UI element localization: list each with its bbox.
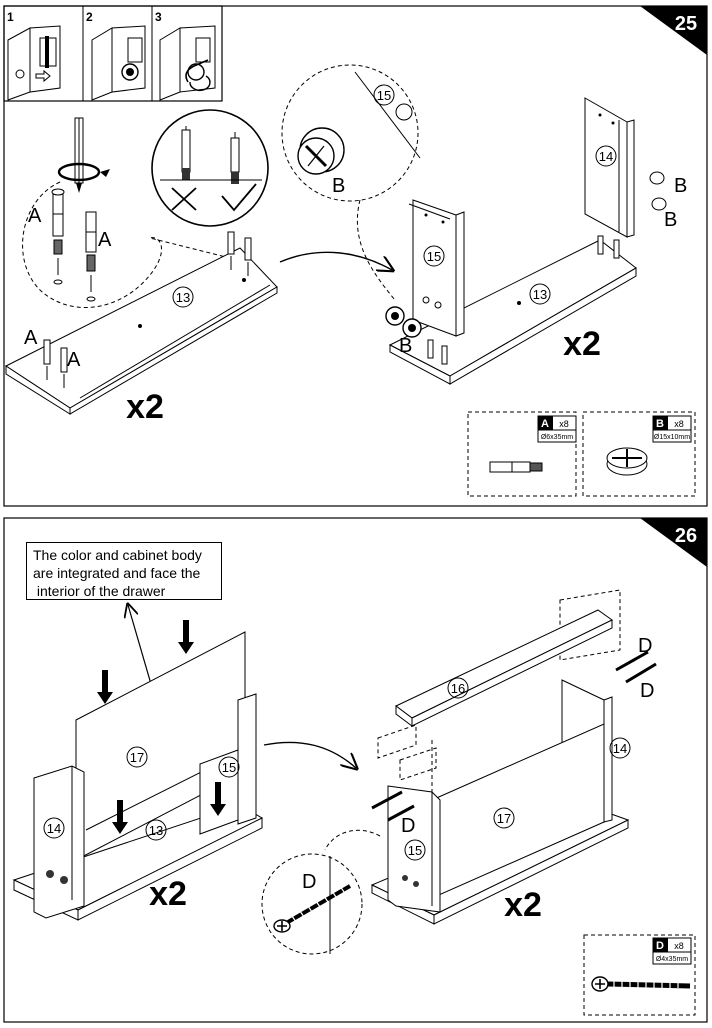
- label-b: B: [332, 175, 345, 197]
- part-number-15: 15: [377, 88, 391, 103]
- insertion-depth-detail: [151, 109, 269, 227]
- hardware-box-d: D x8 Ø4x35mm: [583, 934, 696, 1016]
- hardware-size: Ø15x10mm: [654, 434, 690, 441]
- hardware-letter: D: [656, 940, 664, 952]
- hardware-qty: x8: [674, 941, 684, 951]
- label-a: A: [98, 229, 112, 251]
- substep-2-label: 2: [86, 10, 93, 24]
- dowel-icon: [489, 461, 543, 473]
- label-d: D: [640, 680, 654, 702]
- part-number-13: 13: [149, 823, 163, 838]
- cam-lock-icon: [606, 447, 648, 476]
- process-arrow: [263, 741, 356, 768]
- step-25-panel: 25: [3, 5, 708, 507]
- step-number: 25: [675, 13, 697, 35]
- process-arrow: [279, 251, 392, 270]
- part-number-15: 15: [222, 760, 236, 775]
- quantity-x2: x2: [126, 388, 164, 426]
- substep-1-label: 1: [7, 10, 14, 24]
- part-number-14b: 14: [613, 741, 627, 756]
- assembly-26-right: 16 14 17 15 D D D: [370, 589, 657, 925]
- hardware-qty: x8: [559, 419, 569, 429]
- assembly-26-left: 17 13 15 14: [12, 620, 264, 921]
- cam-lock-zoom-detail: 15 B: [281, 64, 421, 301]
- screw-icon: [591, 976, 691, 992]
- step-number: 26: [675, 525, 697, 547]
- hardware-letter: B: [656, 418, 664, 430]
- label-d: D: [401, 815, 415, 837]
- substep-2-illustration: [91, 25, 146, 101]
- label-b: B: [664, 209, 677, 231]
- step-26-panel: 26: [3, 517, 708, 1023]
- screw-icon: [273, 884, 352, 933]
- orientation-note: The color and cabinet body are integrate…: [26, 542, 222, 600]
- part-number-15b: 15: [427, 249, 441, 264]
- dowel-a-left: [51, 188, 65, 285]
- dowel-zoom-detail: A A: [22, 117, 231, 309]
- panel-13-left: 13 A A: [5, 231, 278, 415]
- part-number-14: 14: [599, 149, 613, 164]
- hardware-box-b: B x8 Ø15x10mm: [582, 411, 696, 497]
- label-a: A: [24, 327, 38, 349]
- label-b: B: [399, 335, 412, 357]
- label-b: B: [674, 175, 687, 197]
- part-number-17: 17: [130, 750, 144, 765]
- substep-strip: 1 2 3: [3, 5, 223, 102]
- quantity-x2: x2: [149, 875, 187, 913]
- assembly-25: 13 15 B 14 B B: [385, 97, 687, 385]
- hardware-size: Ø6x35mm: [541, 434, 573, 441]
- dowel-a-right: [85, 211, 97, 302]
- substep-1-illustration: [7, 25, 61, 101]
- hardware-qty: x8: [674, 419, 684, 429]
- substep-3-label: 3: [155, 10, 162, 24]
- part-number-15b: 15: [408, 843, 422, 858]
- label-a: A: [28, 205, 42, 227]
- part-number-14: 14: [47, 821, 61, 836]
- label-d: D: [638, 635, 652, 657]
- screw-zoom-detail: D: [261, 829, 381, 955]
- label-a: A: [67, 349, 81, 371]
- part-number-16: 16: [451, 681, 465, 696]
- part-number-17b: 17: [497, 811, 511, 826]
- label-d: D: [302, 871, 316, 893]
- part-number-13b: 13: [533, 287, 547, 302]
- quantity-x2: x2: [563, 325, 601, 363]
- substep-3-illustration: [159, 25, 216, 101]
- quantity-x2: x2: [504, 886, 542, 924]
- part-number-13: 13: [176, 290, 190, 305]
- hardware-size: Ø4x35mm: [656, 956, 688, 963]
- hardware-box-a: A x8 Ø6x35mm: [467, 411, 577, 497]
- hardware-letter: A: [541, 418, 549, 430]
